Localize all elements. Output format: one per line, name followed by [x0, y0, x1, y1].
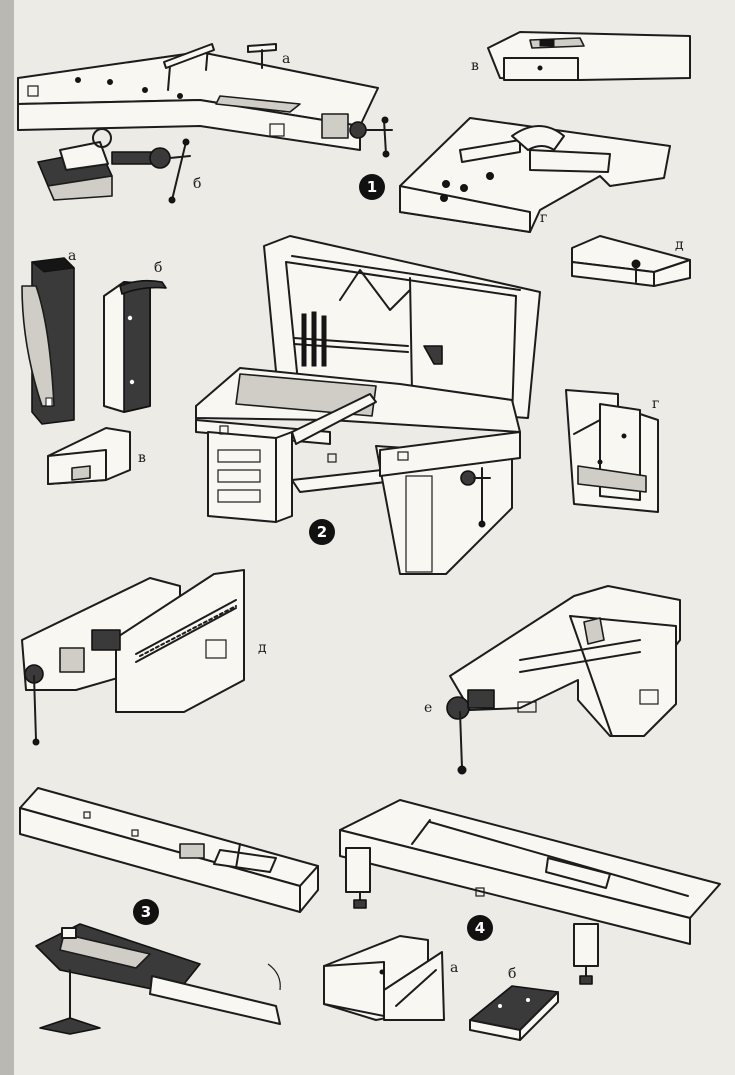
- figure-1-detail-v: [487, 31, 691, 81]
- figure-1-detail-d: [571, 235, 691, 287]
- figure-2-detail-a-clamp-block: [21, 257, 76, 425]
- figure-2-number: 2: [317, 523, 327, 541]
- figure-4-bench-top-with-clamps: [339, 799, 721, 985]
- figure-4-number-badge: [467, 915, 493, 941]
- figure-1-number: 1: [367, 178, 377, 196]
- figure-2-detail-e-bench-frame-with-vise: [446, 585, 681, 775]
- figure-4-detail-b-wedge: [469, 985, 559, 1041]
- fig4-label-b: б: [508, 966, 516, 982]
- fig2-label-b: б: [154, 260, 162, 276]
- figure-2-workbench-with-cabinet: [195, 235, 541, 575]
- figure-3-number: 3: [141, 903, 151, 921]
- figure-2-detail-v-notched-block: [47, 427, 131, 485]
- fig2-label-a: а: [68, 248, 76, 264]
- figure-1-long-vise-beam: [17, 43, 393, 158]
- fig1-label-a: а: [282, 51, 290, 67]
- fig1-label-v: в: [471, 58, 479, 74]
- fig4-label-a: а: [450, 960, 458, 976]
- fig1-label-d: д: [675, 237, 684, 253]
- figure-2-detail-g-corner: [565, 389, 659, 513]
- fig1-label-b: б: [193, 176, 201, 192]
- fig2-label-g: г: [652, 396, 659, 412]
- fig2-label-d: д: [258, 640, 267, 656]
- figure-1-detail-g: [399, 117, 671, 233]
- figure-1-bench-vise: [37, 128, 191, 204]
- figure-4-detail-a-block-with-bracket: [323, 935, 445, 1021]
- figure-3-number-badge: [133, 899, 159, 925]
- figure-2-detail-b-clamp-block: [103, 279, 167, 413]
- fig1-label-g: г: [540, 210, 547, 226]
- fig2-label-e: е: [424, 700, 432, 716]
- fig2-label-v: в: [138, 450, 146, 466]
- figure-2-detail-d-bench-end-with-vise: [21, 569, 245, 746]
- figure-3-beam-with-clamp: [19, 787, 319, 913]
- page-edge-shadow: [0, 0, 14, 1075]
- figure-2-number-badge: [309, 519, 335, 545]
- figure-1-number-badge: [359, 174, 385, 200]
- figure-4-number: 4: [475, 919, 485, 937]
- figure-3-screw-clamp-detail: [35, 923, 281, 1035]
